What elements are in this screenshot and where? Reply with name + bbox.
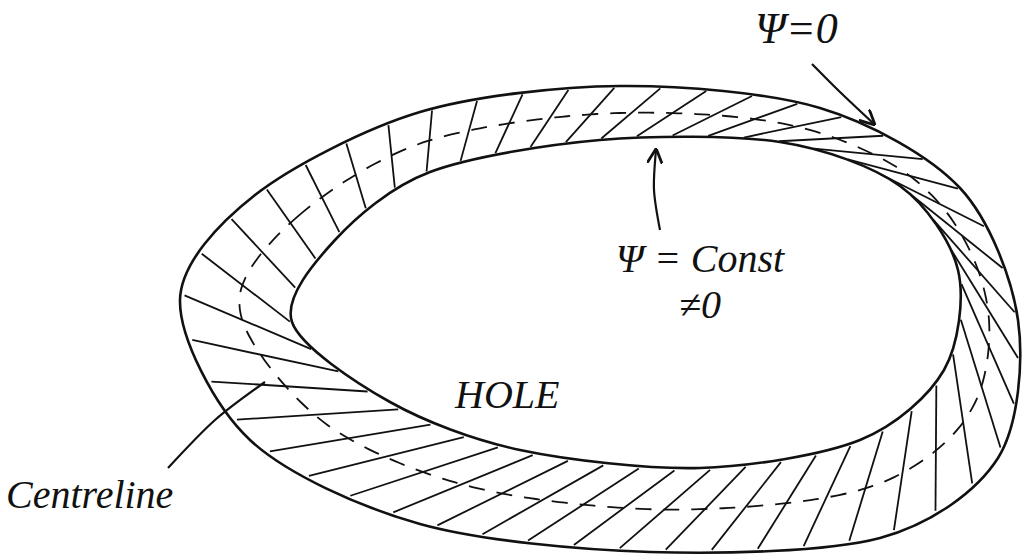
region-label: HOLE	[455, 372, 615, 418]
hatch-line	[804, 446, 851, 546]
hatch-line	[848, 159, 958, 188]
hatch-line	[202, 254, 290, 322]
hatch-line	[880, 174, 984, 226]
inner-boundary	[291, 137, 961, 468]
leader-arrow	[812, 64, 874, 124]
hatch-line	[192, 340, 338, 371]
hatch-line	[306, 165, 340, 232]
outer-boundary	[180, 86, 1020, 553]
boundary-label: Ψ=0	[755, 4, 915, 55]
hatch-line	[712, 462, 781, 550]
hatching	[185, 88, 1018, 550]
leader-line	[168, 382, 265, 468]
hatch-line	[933, 220, 1014, 312]
hatch-line	[708, 104, 797, 136]
hatch-line	[346, 144, 365, 209]
boundary-label: Ψ = Const ≠0	[600, 236, 800, 328]
hatch-line	[531, 90, 569, 147]
centreline-label: Centreline	[6, 472, 236, 518]
hatch-line	[270, 425, 430, 452]
hatch-line	[483, 465, 604, 534]
hatch-line	[961, 320, 1001, 448]
hatch-line	[952, 250, 1018, 358]
hatch-line	[814, 149, 923, 160]
hatch-line	[935, 385, 938, 510]
hatch-line	[953, 354, 972, 483]
hatch-line	[961, 284, 1013, 403]
hatch-line	[185, 295, 312, 349]
hatch-line	[461, 101, 477, 161]
hatch-line	[393, 455, 532, 512]
hatch-line	[388, 125, 394, 188]
hatch-line	[309, 437, 464, 476]
hatch-line	[211, 382, 367, 392]
hatch-line	[574, 470, 675, 545]
hatch-line	[232, 219, 296, 288]
hatch-line	[673, 96, 752, 136]
hatch-line	[779, 136, 883, 141]
hatch-line	[894, 411, 912, 530]
hatch-line	[849, 432, 882, 541]
hatch-line	[758, 455, 816, 548]
hatch-line	[267, 190, 316, 259]
centreline-dashed	[239, 113, 989, 510]
leader-arrow	[654, 150, 660, 230]
